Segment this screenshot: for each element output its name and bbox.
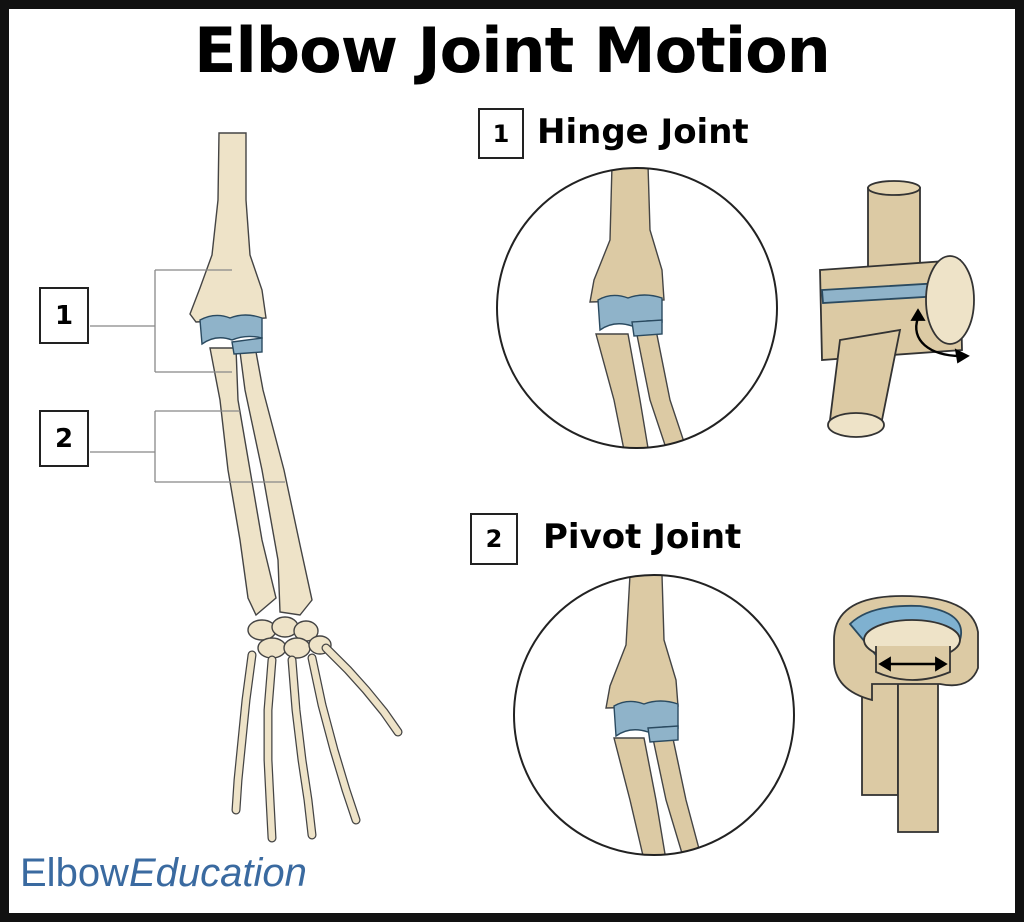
pivot-model-illustration: [833, 595, 979, 833]
pivot-joint-closeup: [513, 574, 795, 856]
hinge-section-heading: Hinge Joint: [537, 112, 749, 152]
callout-bracket-2: [90, 410, 285, 483]
callout-lines: [90, 269, 285, 483]
arm-label-2: 2: [39, 410, 89, 467]
page-title: Elbow Joint Motion: [194, 14, 831, 87]
hinge-model-illustration: [819, 180, 975, 438]
pivot-section-number: 2: [470, 513, 518, 565]
hinge-joint-closeup: [496, 167, 778, 449]
brand-logo-part1: Elbow: [20, 851, 129, 895]
radial-head-cartilage: [231, 337, 263, 355]
humerus-bone: [189, 132, 267, 323]
pivot-section-heading: Pivot Joint: [543, 517, 742, 557]
ulna-bone: [239, 351, 313, 616]
arm-skeleton-illustration: [189, 132, 403, 843]
arm-label-1: 1: [39, 287, 89, 344]
brand-logo-part2: Education: [128, 851, 307, 895]
finger-bones: [231, 643, 403, 843]
brand-logo: ElbowEducation: [20, 851, 307, 896]
carpal-bones: [247, 616, 332, 659]
hinge-section-number: 1: [478, 108, 524, 159]
callout-bracket-1: [90, 269, 232, 373]
